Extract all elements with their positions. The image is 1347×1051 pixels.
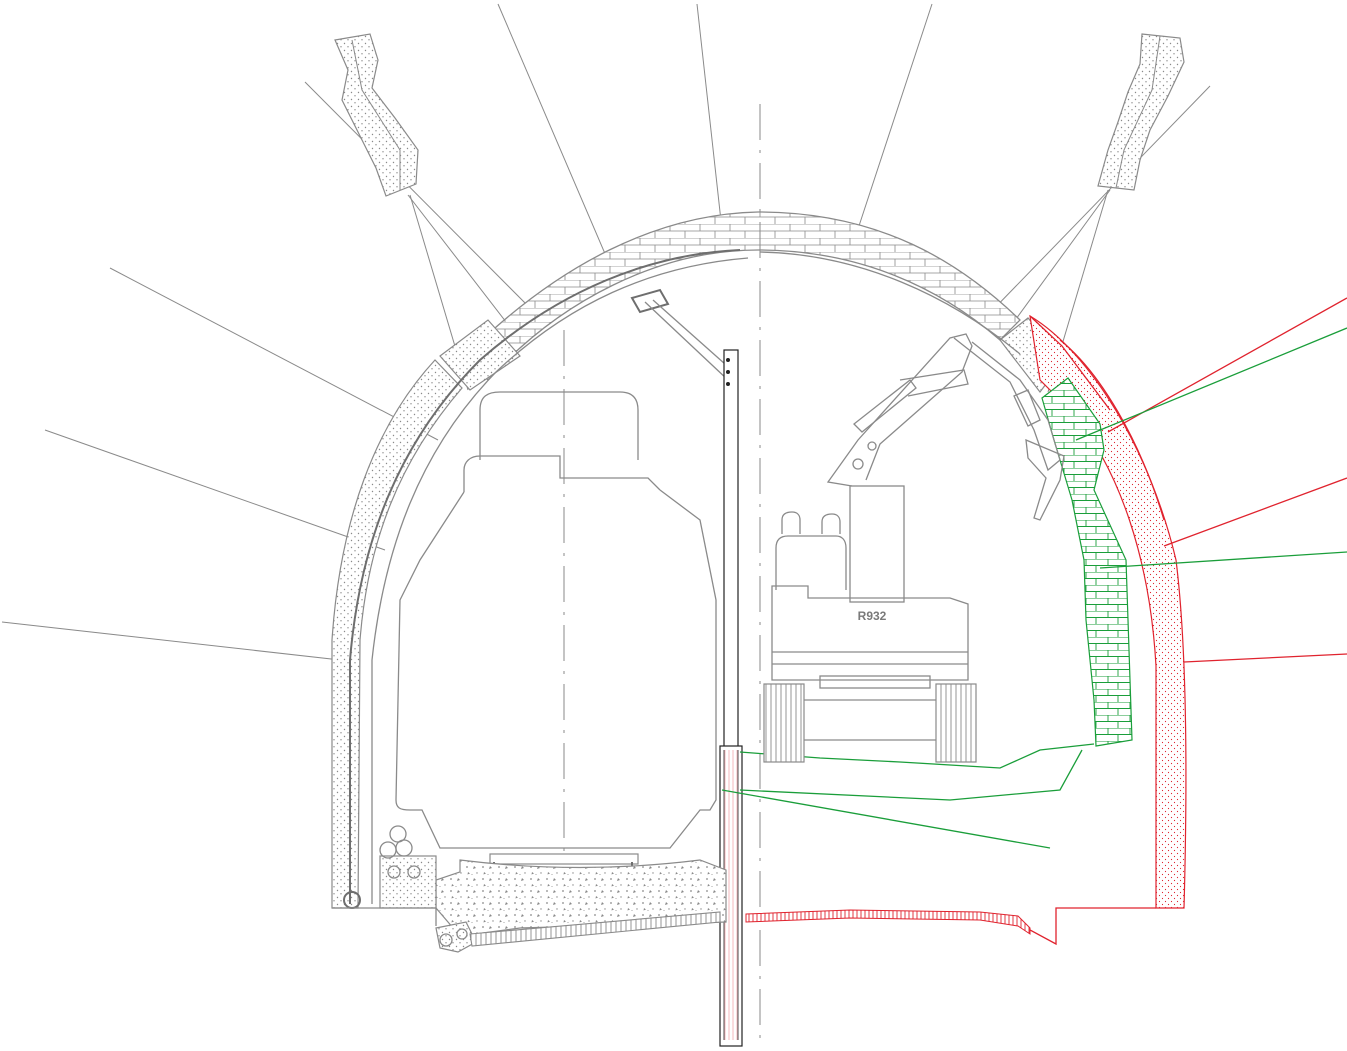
concrete-floor-slab xyxy=(435,859,727,937)
right-ground-anchor xyxy=(1097,33,1185,191)
leader-lines-temporary xyxy=(1075,327,1347,569)
existing-intrados-outer xyxy=(349,249,741,904)
drainage-gravel xyxy=(435,911,721,953)
excavator-left-track xyxy=(763,683,805,763)
catenary-support-bracket xyxy=(630,288,739,751)
left-springing-block xyxy=(439,319,521,391)
rail-vehicle-gauge xyxy=(395,330,717,860)
temporary-brick-wall xyxy=(1041,377,1133,747)
new-lining-stipple-zone xyxy=(1029,314,1187,909)
existing-intrados-inner xyxy=(371,257,749,904)
temporary-support xyxy=(721,377,1133,849)
left-wall-stipple-lining xyxy=(331,359,463,909)
left-ground-anchor-axis xyxy=(351,39,401,190)
left-base-outline xyxy=(332,907,437,926)
leader-lines-existing xyxy=(1,3,1211,663)
excavator: R932 xyxy=(763,333,1065,763)
steel-pile xyxy=(719,745,743,1047)
existing-intrados-right xyxy=(759,251,1021,355)
right-ground-anchor-axis xyxy=(1115,35,1161,189)
left-ground-anchor xyxy=(334,33,419,197)
excavator-model-label: R932 xyxy=(858,609,887,623)
new-lining xyxy=(745,314,1187,946)
masonry-crown-arch xyxy=(464,211,1021,381)
excavator-right-track xyxy=(935,683,977,763)
